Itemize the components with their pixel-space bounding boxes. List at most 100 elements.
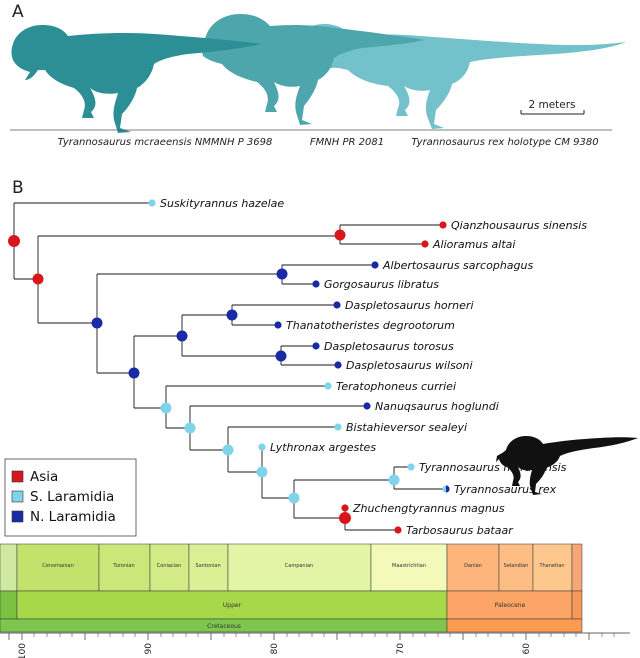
legend-swatch-s-laramidia [11,490,24,503]
stage-label: Campanian [285,563,313,569]
tip-marker [312,342,320,350]
stage-cell [498,543,534,592]
tyrannosaurus-mcraeensis-silhouette [11,25,262,133]
stage-cell [532,543,573,592]
panel-a-label: A [12,2,24,22]
node-n-laramidia [176,330,188,342]
specimen-caption-rex: Tyrannosaurus rex holotype CM 9380 [411,137,598,148]
legend-label-s-laramidia: S. Laramidia [30,489,114,505]
scale-bar-label: 2 meters [528,99,575,111]
node-n-laramidia [91,317,103,329]
taxon-label: Gorgosaurus libratus [324,278,439,291]
taxon-label: Bistahieversor sealeyi [346,421,467,434]
taxon-label: Nanuqsaurus hoglundi [375,400,499,413]
panel-b-label: B [12,178,24,198]
tree-nodes [8,229,400,524]
node-asia-root [8,235,20,247]
stage-label: Thanetian [538,563,564,569]
legend-box [4,458,137,537]
legend: Asia S. Laramidia N. Laramidia [4,458,137,537]
tip-marker [334,361,342,369]
tip-marker [258,443,266,451]
node-s-laramidia [184,422,196,434]
stage-cell [0,543,18,592]
tip-marker [421,240,429,248]
period-label: Cretaceous [207,623,241,630]
taxon-label: Tarbosaurus bataar [406,524,514,537]
tree-tips [148,199,450,534]
tip-marker [363,402,371,410]
stage-label: Maastrichtian [392,563,426,569]
stage-label: Danian [464,563,482,569]
taxon-label: Alioramus altai [432,238,515,251]
stage-label: Santonian [195,563,220,569]
tip-marker [274,321,282,329]
tip-marker [407,463,415,471]
stage-cell [98,543,151,592]
epoch-cell [571,590,583,620]
node-n-laramidia [128,367,140,379]
taxon-label: Albertosaurus sarcophagus [382,259,533,272]
taxon-label: Teratophoneus curriei [336,380,456,393]
tip-marker [439,221,447,229]
node-n-laramidia-albertosaurinae [276,268,288,280]
legend-label-asia: Asia [30,469,58,485]
taxon-label: Suskityrannus hazelae [160,197,284,210]
node-s-laramidia [256,466,268,478]
tip-marker-split [446,485,450,493]
axis-ticks [8,633,615,640]
stage-cell [571,543,583,592]
tip-marker [394,526,402,534]
axis-tick-label: 70 [396,643,406,655]
taxon-labels: Suskityrannus hazelae Qianzhousaurus sin… [160,197,587,537]
node-s-laramidia-tyrannosaurus [388,474,400,486]
epoch-label: Paleocene [495,602,526,609]
axis-tick-label: 90 [144,643,154,655]
stage-label: Turonian [112,563,134,569]
axis-tick-label: 80 [270,643,280,655]
stage-cell [16,543,100,592]
node-n-laramidia [275,350,287,362]
epoch-label: Upper [223,602,242,609]
taxon-label: Daspletosaurus wilsoni [346,359,473,372]
tip-marker [341,504,349,512]
node-s-laramidia [288,492,300,504]
tip-marker [148,199,156,207]
stage-label: Selandian [504,563,529,569]
node-asia-tyrannosaurini [339,512,351,524]
tyrannosaur-silhouette-icon [496,436,638,495]
node-s-laramidia [222,444,234,456]
specimen-caption-fmnh: FMNH PR 2081 [310,137,384,148]
fmnh-pr-2081-silhouette [202,14,425,125]
scale-bar: 2 meters [520,99,585,115]
specimen-caption-mcraeensis: Tyrannosaurus mcraeensis NMMNH P 3698 [58,137,273,148]
taxon-label: Zhuchengtyrannus magnus [352,502,505,515]
period-cell [446,618,583,633]
taxon-label: Qianzhousaurus sinensis [451,219,587,232]
legend-swatch-asia [11,470,24,483]
epoch-cell [16,590,448,620]
taxon-label: Lythronax argestes [270,441,376,454]
epoch-cell [0,590,18,620]
legend-swatch-n-laramidia [11,510,24,523]
tip-marker [371,261,379,269]
taxon-label: Daspletosaurus torosus [324,340,454,353]
epoch-cell [446,590,573,620]
tip-marker [333,301,341,309]
stage-cell [188,543,229,592]
axis-tick-label: 100 [18,643,28,658]
tip-marker [312,280,320,288]
tip-marker [334,423,342,431]
node-n-laramidia [226,309,238,321]
geologic-timescale: Cenomanian Turonian Coniacian Santonian … [0,543,630,658]
phylogenetic-tree [13,202,446,531]
axis-tick-label: 60 [522,643,532,655]
stage-label: Cenomanian [42,563,74,569]
taxon-label: Daspletosaurus horneri [345,299,474,312]
node-asia [32,273,44,285]
tip-marker [324,382,332,390]
taxon-label: Thanatotheristes degrootorum [286,319,455,332]
node-asia-alioramini [334,229,346,241]
node-s-laramidia [160,402,172,414]
